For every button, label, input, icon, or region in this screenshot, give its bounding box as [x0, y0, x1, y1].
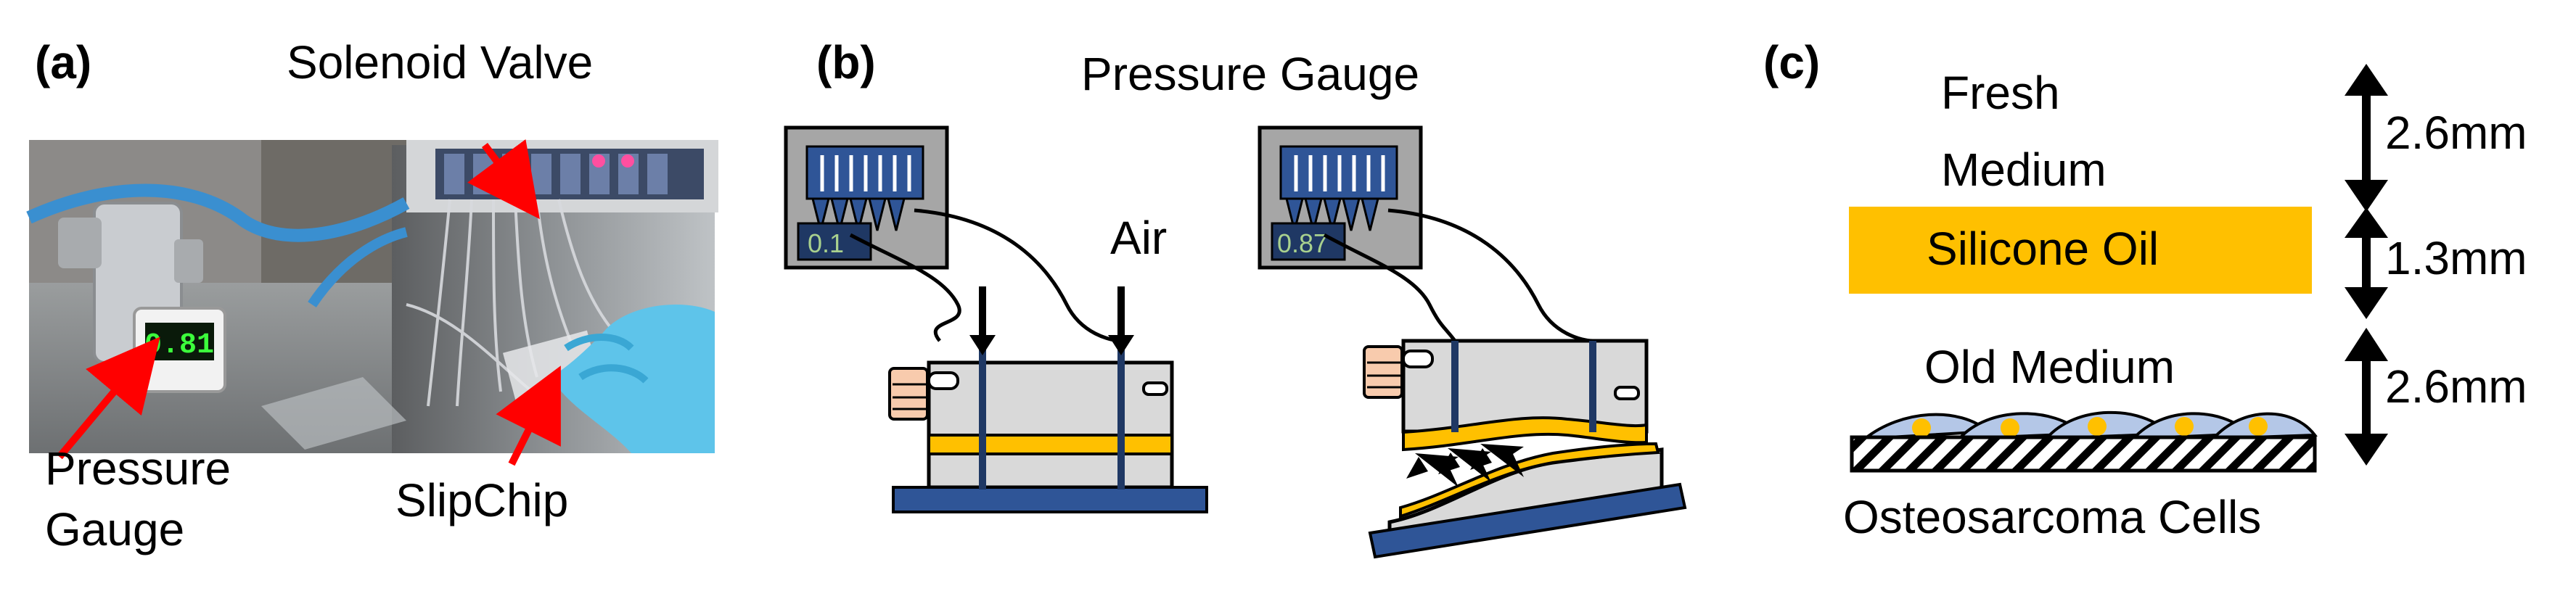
- solenoid-valve-arrow: [467, 139, 540, 220]
- left-setup: 0.1: [784, 125, 1208, 513]
- dim-bottom-label: 2.6mm: [2385, 360, 2527, 413]
- cell-layer: [1860, 410, 2318, 441]
- fresh-medium-label-line2: Medium: [1941, 144, 2107, 196]
- slipchip-arrow: [496, 365, 561, 466]
- slip-arrows-icon: [1406, 444, 1524, 487]
- right-gauge-display: 0.87: [1277, 228, 1328, 258]
- air-label: Air: [1110, 212, 1167, 264]
- old-medium-label: Old Medium: [1924, 341, 2175, 393]
- silicone-oil-label: Silicone Oil: [1927, 223, 2159, 275]
- left-hand-icon: [888, 367, 959, 421]
- panel-b-title: Pressure Gauge: [1081, 48, 1419, 100]
- solenoid-valve-label: Solenoid Valve: [287, 36, 593, 88]
- panel-a-letter: (a): [35, 36, 91, 88]
- left-gauge-display: 0.1: [808, 228, 844, 258]
- pressure-gauge-label-line1: Pressure: [45, 442, 231, 495]
- pressure-gauge-label-line2: Gauge: [45, 503, 184, 555]
- dimension-arrows: [2345, 64, 2388, 466]
- silicone-oil-layer: [1849, 207, 2312, 294]
- dim-mid-label: 1.3mm: [2385, 232, 2527, 284]
- dim-top-label: 2.6mm: [2385, 107, 2527, 159]
- osteosarcoma-cells-label: Osteosarcoma Cells: [1843, 491, 2261, 543]
- right-pressure-gauge: 0.87: [1258, 125, 1423, 270]
- panel-b-letter: (b): [816, 36, 876, 88]
- pressure-gauge-arrow: [57, 336, 160, 460]
- substrate-hatched: [1850, 435, 2317, 473]
- slipchip-label: SlipChip: [395, 474, 568, 526]
- photo-gauge-display: 0.81: [144, 329, 214, 362]
- left-pressure-gauge: 0.1: [784, 125, 949, 270]
- lab-photo: 0.81: [26, 139, 718, 466]
- right-hand-icon: [1363, 345, 1434, 399]
- panel-c-letter: (c): [1763, 36, 1820, 88]
- fresh-medium-label-line1: Fresh: [1941, 67, 2060, 119]
- right-setup: 0.87: [1258, 125, 1687, 559]
